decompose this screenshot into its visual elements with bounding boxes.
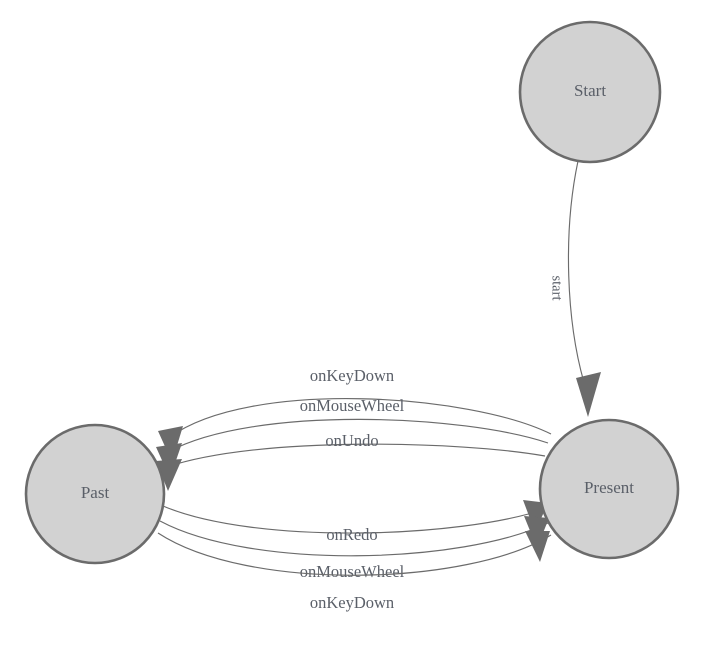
edge-start-to-present[interactable]: start: [549, 160, 601, 417]
edge-past-to-present-onkeydown[interactable]: onKeyDown: [157, 531, 552, 612]
node-start[interactable]: Start: [518, 20, 662, 164]
edge-label-present-past-keydown: onKeyDown: [310, 366, 394, 385]
edge-path-past-present-keydown: [157, 532, 552, 576]
edge-label-start: start: [549, 276, 565, 301]
edge-label-past-present-keydown: onKeyDown: [310, 593, 394, 612]
edge-present-to-past-onkeydown[interactable]: onKeyDown: [158, 366, 552, 462]
edge-label-present-past-undo: onUndo: [325, 431, 378, 450]
edge-label-past-present-wheel: onMouseWheel: [300, 562, 405, 581]
edge-path-present-past-undo: [166, 443, 546, 468]
edge-path-past-present-wheel: [159, 520, 549, 557]
node-past-circle: [24, 423, 166, 565]
edge-label-past-present-redo: onRedo: [326, 525, 377, 544]
node-present-label: Present: [584, 478, 634, 497]
edge-path-past-present-redo: [162, 505, 546, 534]
node-start-circle: [518, 20, 662, 164]
arrowhead-into-present-keydown: [525, 531, 550, 562]
edge-path-present-past-wheel: [167, 418, 549, 453]
edge-path-present-past-keydown: [169, 398, 552, 438]
edge-path-start-present: [567, 160, 586, 387]
node-present[interactable]: Present: [538, 418, 680, 560]
edge-past-to-present-onredo[interactable]: onRedo: [162, 500, 548, 544]
node-start-label: Start: [574, 81, 606, 100]
arrowhead-into-past-undo: [156, 459, 182, 491]
node-present-circle: [538, 418, 680, 560]
arrowhead-into-present-from-start: [576, 372, 601, 417]
arrowhead-into-past-keydown: [158, 426, 183, 462]
node-past[interactable]: Past: [24, 423, 166, 565]
edge-present-to-past-onmousewheel[interactable]: onMouseWheel: [156, 396, 549, 478]
node-past-label: Past: [81, 483, 110, 502]
edge-present-to-past-onundo[interactable]: onUndo: [156, 431, 546, 491]
edge-label-present-past-wheel: onMouseWheel: [300, 396, 405, 415]
